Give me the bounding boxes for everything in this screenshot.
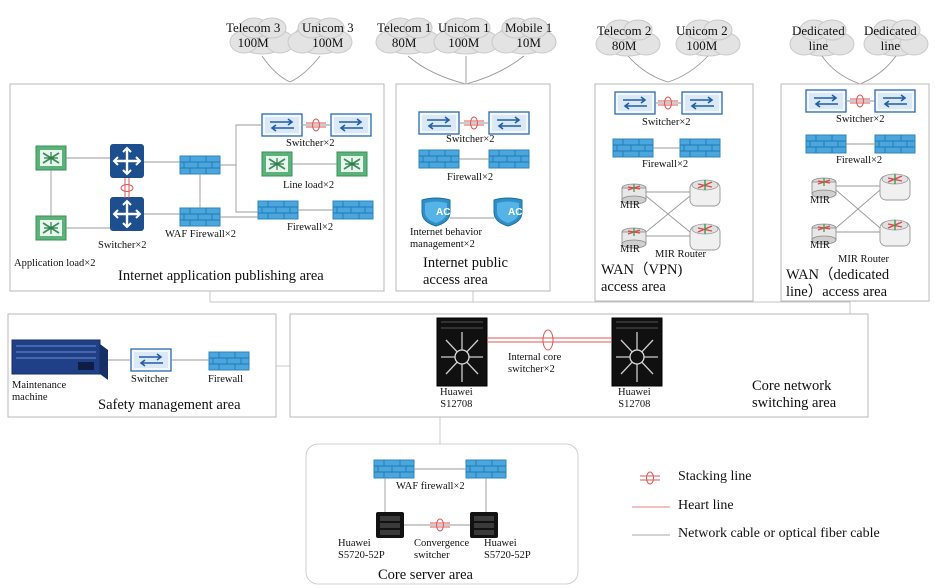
vpn-links xyxy=(645,102,691,237)
legend-symbols xyxy=(632,471,670,536)
isp-cloud-1 xyxy=(229,17,295,55)
isp-clouds xyxy=(229,17,929,57)
legend-cable-label: Network cable or optical fiber cable xyxy=(678,526,880,541)
isp-cloud-4 xyxy=(433,17,499,55)
vpn-mir-router-label: MIR Router xyxy=(655,249,707,260)
vpn-switcher-label: Switcher×2 xyxy=(642,117,691,128)
isp-cloud-2 xyxy=(287,17,353,55)
isp-cloud-9 xyxy=(863,19,929,57)
ded-mir-label-1: MIR xyxy=(810,195,830,206)
area-boxes xyxy=(7,83,930,585)
ac-label-right: AC xyxy=(508,207,522,218)
vpn-firewall-label: Firewall×2 xyxy=(642,159,689,170)
pub-lineload-label: Line load×2 xyxy=(283,180,335,191)
pub-core-switcher-label: Switcher×2 xyxy=(98,240,147,251)
isp-cloud-8 xyxy=(789,19,855,57)
server-area-title: Core server area xyxy=(378,567,473,583)
ded-firewall-label: Firewall×2 xyxy=(836,155,883,166)
ded-switcher-label: Switcher×2 xyxy=(836,114,885,125)
public-switcher-label: Switcher×2 xyxy=(446,134,495,145)
dedicated-links xyxy=(835,100,881,233)
public-firewall-label: Firewall×2 xyxy=(447,172,494,183)
pub-firewall-label: Firewall×2 xyxy=(287,222,334,233)
pub-switcher-label: Switcher×2 xyxy=(286,138,335,149)
vpn-mir-label-2: MIR xyxy=(620,244,640,255)
isp-cloud-5 xyxy=(491,17,557,55)
publishing-area-title: Internet application publishing area xyxy=(118,268,324,284)
vpn-area-title: WAN（VPN)access area xyxy=(601,262,683,295)
area-links xyxy=(209,291,856,444)
ac-label-left: AC xyxy=(436,207,450,218)
core-stack-lines xyxy=(487,329,612,351)
safety-switcher-label: Switcher xyxy=(131,374,169,385)
ded-mir-label-2: MIR xyxy=(810,240,830,251)
safety-area-title: Safety management area xyxy=(98,397,241,413)
vpn-mir-label-1: MIR xyxy=(620,200,640,211)
isp-cloud-7 xyxy=(675,19,741,57)
isp-cloud-3 xyxy=(375,17,441,55)
isp-cloud-6 xyxy=(595,19,661,57)
pub-appload-label: Application load×2 xyxy=(14,258,96,269)
public-links xyxy=(450,122,494,219)
legend-stacking-label: Stacking line xyxy=(678,469,752,484)
server-waf-label: WAF firewall×2 xyxy=(396,481,465,492)
safety-firewall-label: Firewall xyxy=(208,374,243,385)
legend-heart-label: Heart line xyxy=(678,498,734,513)
server-links xyxy=(384,468,487,526)
publishing-links xyxy=(50,124,337,229)
ded-mir-router-label: MIR Router xyxy=(838,254,890,265)
pub-waf-label: WAF Firewall×2 xyxy=(165,229,236,240)
isp-links xyxy=(261,55,897,85)
